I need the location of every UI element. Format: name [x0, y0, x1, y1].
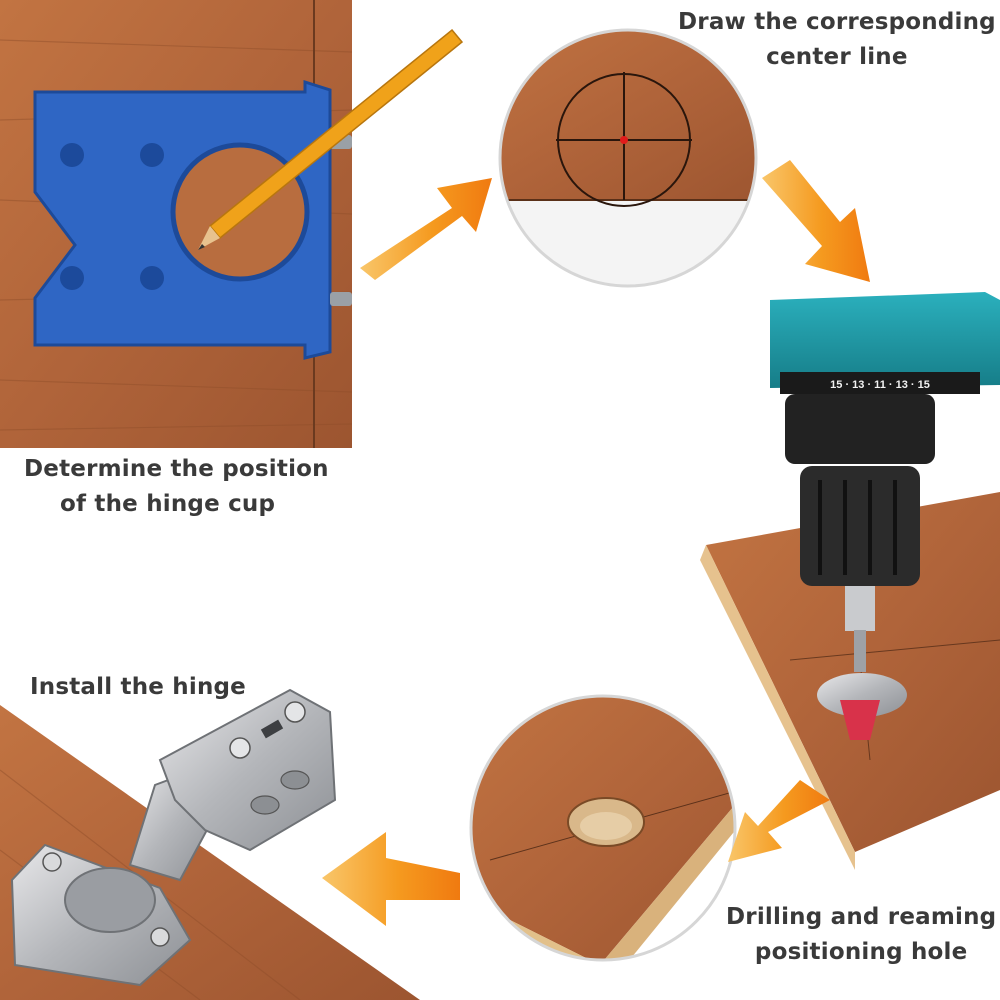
drill-shank: [854, 630, 866, 672]
jig-holes: [60, 143, 164, 290]
drill-clutch-ring: [780, 372, 980, 394]
step4-caption: Install the hinge: [30, 670, 246, 705]
chuck-grip-ridges: [818, 480, 897, 575]
arrow-step3-to-closeup: [728, 780, 830, 862]
step2-caption-line2: center line: [766, 44, 908, 70]
step4-illustration: [0, 688, 420, 1000]
bit-cutter: [840, 700, 880, 740]
drill-chuck-lower: [800, 466, 920, 586]
board-edge: [700, 545, 855, 870]
zoom-circle-frame: [498, 28, 758, 288]
step3-illustration: 15 · 13 · 11 · 13 · 15: [700, 292, 1000, 870]
drilling-board: [706, 492, 1000, 852]
hinge-mounting-plate: [158, 688, 337, 852]
forstner-bit: [817, 673, 907, 717]
step1-caption-line1: Determine the position: [24, 456, 329, 482]
step1-caption: Determine the position of the hinge cup: [24, 452, 329, 522]
hole-closeup: [469, 694, 737, 962]
step4-caption-line1: Install the hinge: [30, 674, 246, 700]
step3-caption: Drilling and reaming positioning hole: [726, 900, 996, 970]
arrow-step1-to-step2: [360, 178, 492, 280]
pencil: [198, 28, 464, 250]
arrow-step2-to-step3: [762, 160, 870, 282]
drill-body: [770, 292, 1000, 388]
drill-collar: [845, 586, 875, 631]
step1-illustration: [0, 0, 464, 448]
drill-chuck-upper: [785, 394, 935, 464]
step2-caption: Draw the corresponding center line: [678, 5, 996, 75]
mounting-screws: [229, 701, 306, 759]
step1-caption-line2: of the hinge cup: [60, 491, 276, 517]
zoom-circle-frame-2: [469, 694, 737, 962]
center-point-marker: [620, 136, 628, 144]
plate-screws: [42, 852, 170, 947]
step3-caption-line2: positioning hole: [754, 939, 968, 965]
clutch-markings: 15 · 13 · 11 · 13 · 15: [830, 379, 930, 391]
step2-caption-line1: Draw the corresponding: [678, 9, 996, 35]
hinge-cup: [64, 867, 156, 933]
step3-caption-line1: Drilling and reaming: [726, 904, 997, 930]
flow-arrows: [322, 160, 870, 926]
arrow-closeup-to-step4: [322, 832, 460, 926]
